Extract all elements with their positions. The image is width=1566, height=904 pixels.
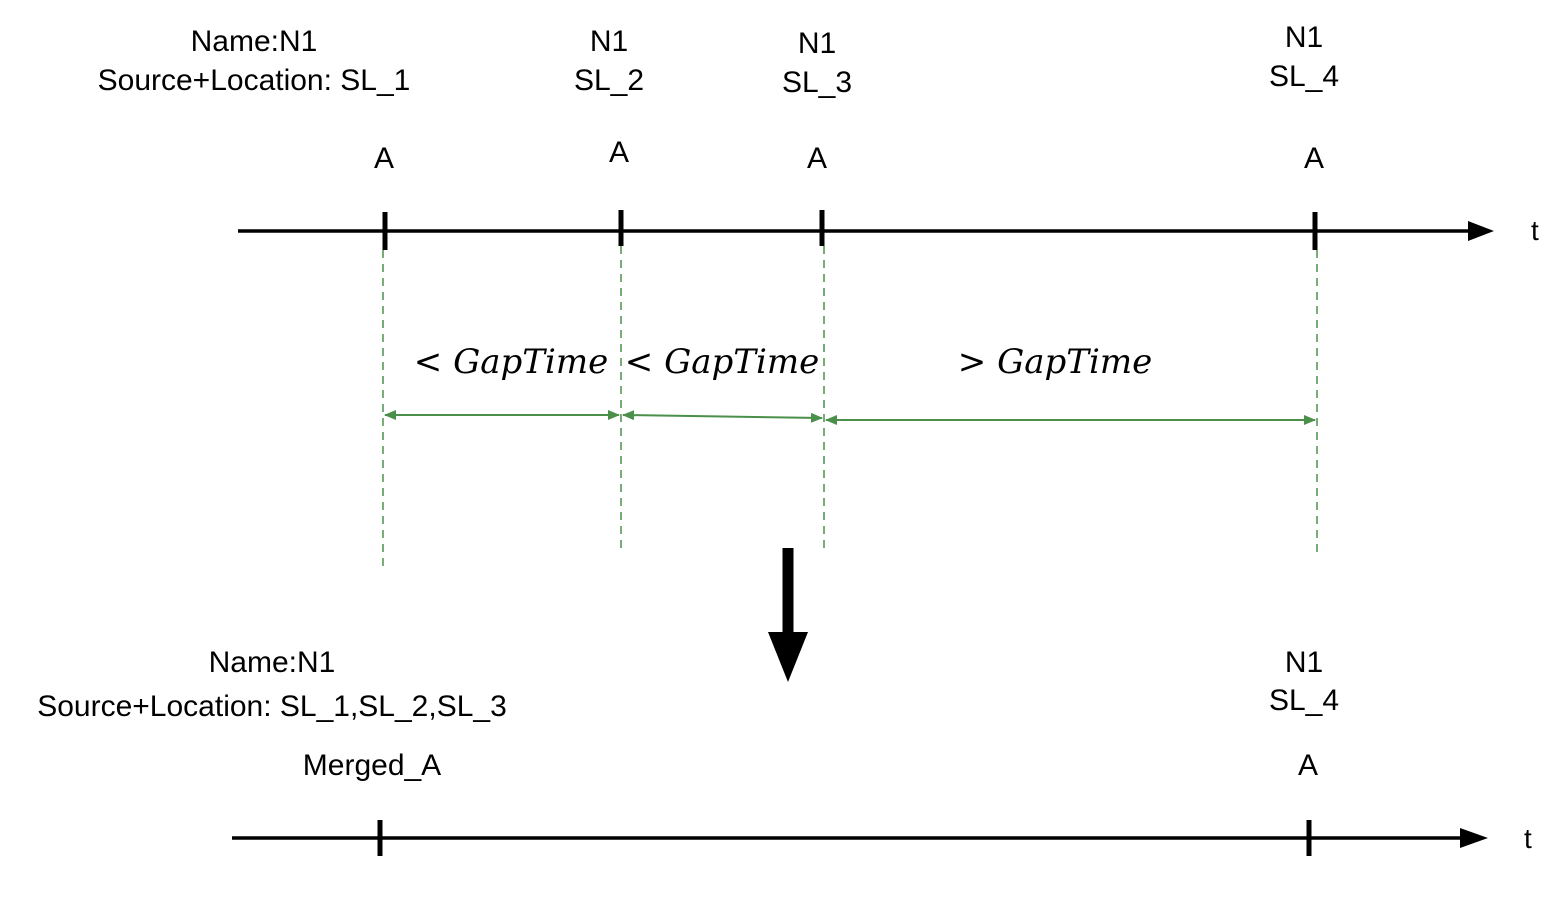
event-name: N1 [1285, 646, 1323, 679]
event-name: N1 [798, 27, 836, 60]
event-label: A [1298, 749, 1318, 782]
event-source-location: SL_2 [574, 64, 644, 97]
event-label: A [1304, 142, 1324, 175]
gap-label: < GapTime [625, 342, 819, 382]
top-axis-label: t [1531, 215, 1539, 246]
event-source-location: SL_4 [1269, 684, 1339, 717]
gap-label: > GapTime [958, 342, 1152, 382]
event-name: N1 [590, 25, 628, 58]
event-source-location: Source+Location: SL_1,SL_2,SL_3 [37, 690, 507, 723]
bottom-axis-arrowhead-icon [1460, 828, 1488, 848]
event-label: A [609, 136, 629, 169]
event-source-location: SL_4 [1269, 60, 1339, 93]
event-name: Name:N1 [209, 646, 336, 679]
bottom-timeline: t Name:N1 Source+Location: SL_1,SL_2,SL_… [37, 646, 1532, 856]
event-label: A [807, 142, 827, 175]
bottom-axis-label: t [1524, 823, 1532, 854]
event-label: A [374, 142, 394, 175]
gap-label: < GapTime [414, 342, 608, 382]
gap-arrow [622, 410, 823, 423]
down-arrow-icon [768, 548, 808, 682]
merged-event-label: Merged_A [303, 749, 441, 782]
event-name: N1 [1285, 21, 1323, 54]
event-name: Name:N1 [191, 25, 318, 58]
top-timeline: t Name:N1 Source+Location: SL_1 A N1 SL_… [98, 21, 1539, 566]
event-source-location: Source+Location: SL_1 [98, 64, 411, 97]
top-axis-arrowhead-icon [1468, 221, 1494, 241]
event-source-location: SL_3 [782, 66, 852, 99]
